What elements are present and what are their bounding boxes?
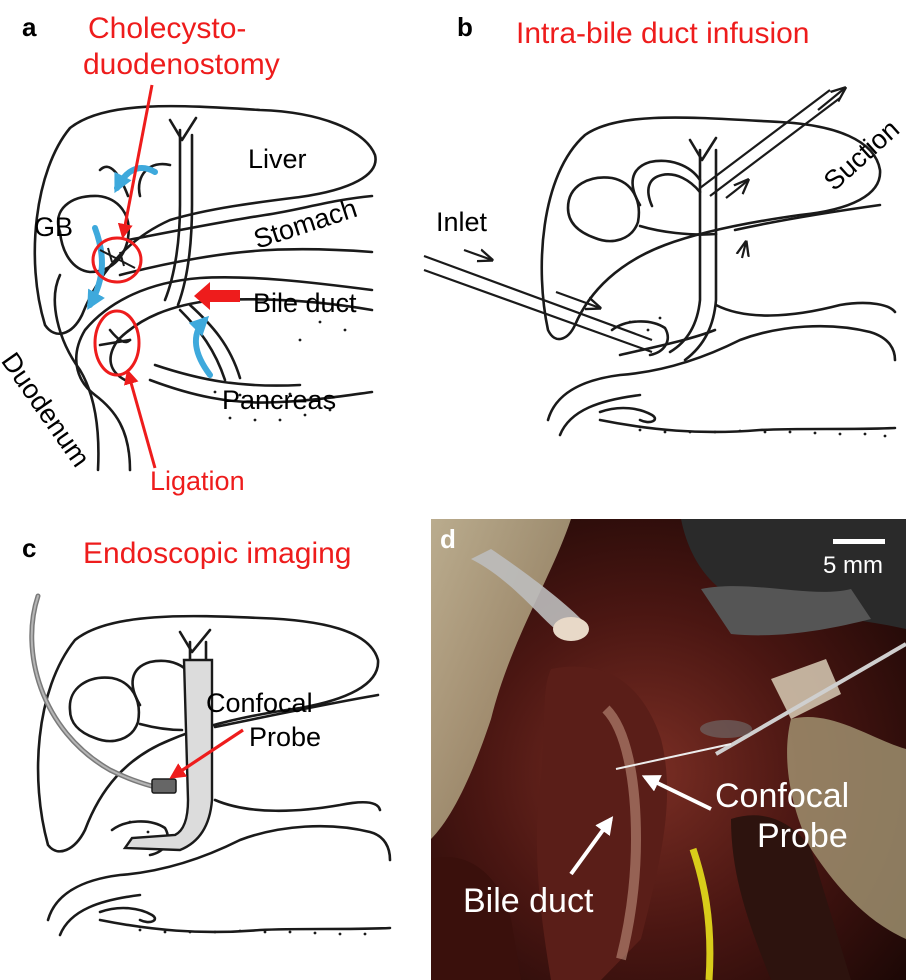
panel-letter-a: a	[22, 12, 36, 43]
probe-arrow-d	[645, 777, 711, 809]
label-ligation: Ligation	[150, 466, 245, 496]
bile-duct-arrow	[194, 282, 240, 310]
panel-b-title: Intra-bile duct infusion	[516, 17, 810, 51]
bile-duct-outline	[165, 130, 180, 300]
surgical-photo: d 5 mm Confocal Probe Bile duct	[431, 519, 906, 980]
panel-letter-b: b	[457, 12, 473, 43]
endoscope-cable	[32, 596, 160, 788]
panel-letter-c: c	[22, 533, 36, 564]
photo-arrows	[431, 519, 906, 980]
label-probe-c-line1: Confocal	[206, 688, 313, 718]
label-pancreas: Pancreas	[222, 385, 336, 415]
confocal-probe-tip	[152, 779, 176, 793]
label-bile-duct: Bile duct	[253, 288, 357, 318]
panel-a-title-line2: duodenostomy	[83, 48, 280, 82]
gallbladder-outline-b	[568, 177, 639, 241]
inlet-tube	[424, 250, 652, 352]
panel-c-title: Endoscopic imaging	[83, 537, 352, 571]
label-inlet: Inlet	[436, 207, 487, 237]
gallbladder-outline-c	[70, 678, 139, 741]
label-liver: Liver	[248, 144, 307, 174]
label-gb: GB	[34, 212, 73, 242]
label-probe-c-line2: Probe	[249, 722, 321, 752]
panel-a-annotations	[93, 85, 155, 468]
panel-c-drawing	[38, 616, 390, 935]
panel-a-title-line1: Cholecysto-	[88, 12, 246, 46]
bile-duct-arrow-d	[571, 819, 611, 874]
